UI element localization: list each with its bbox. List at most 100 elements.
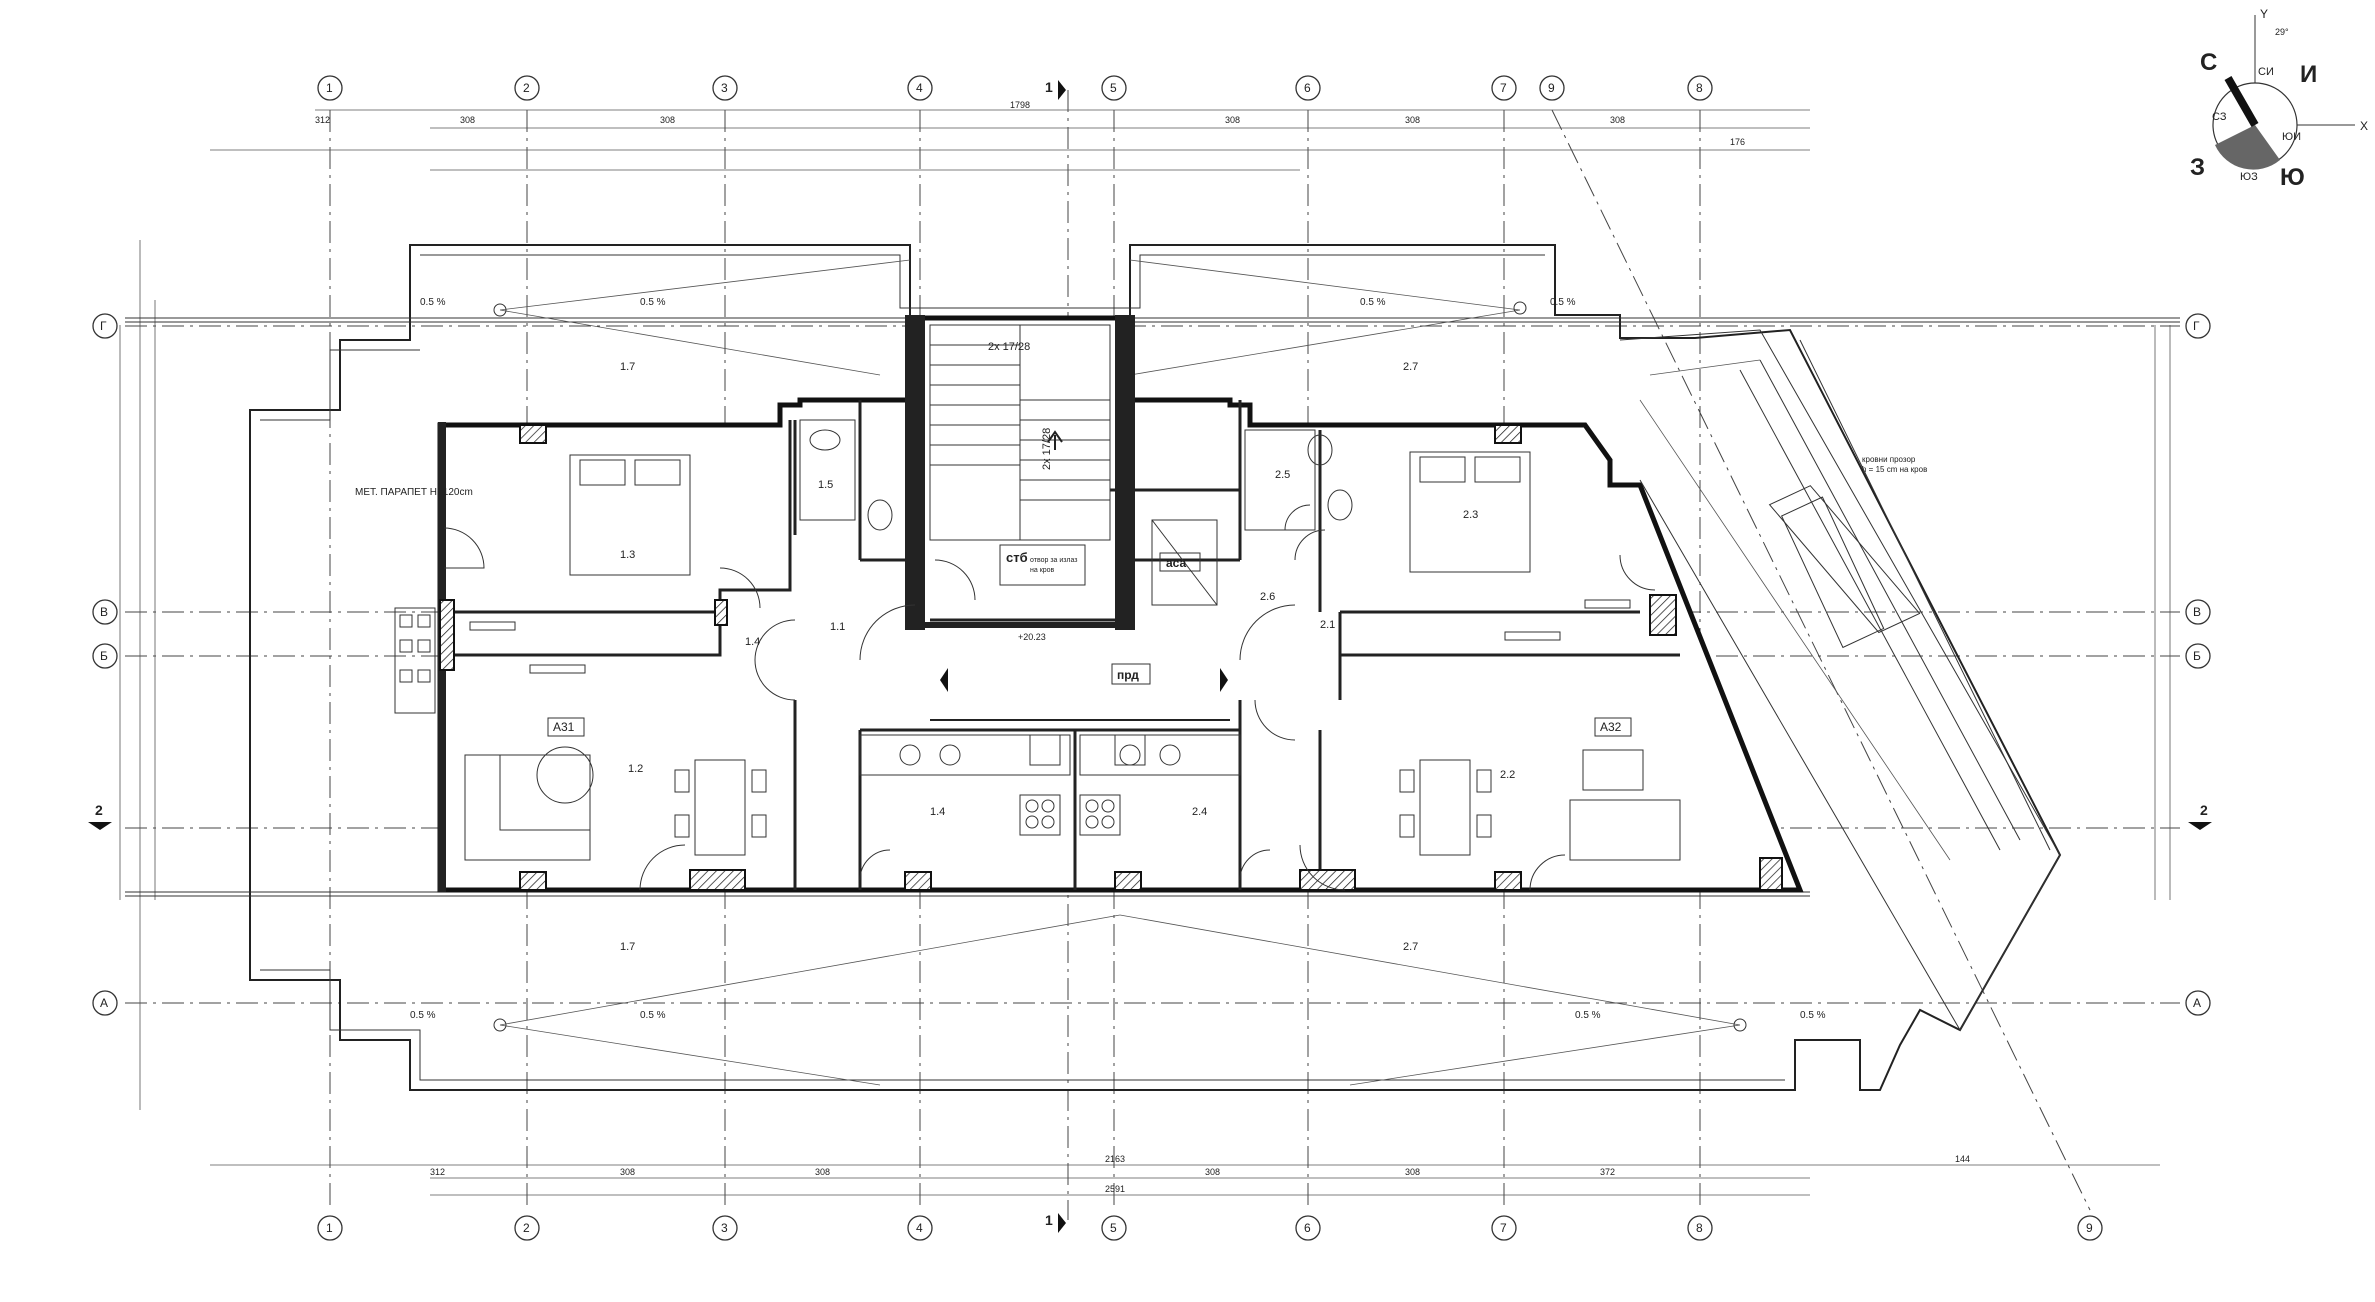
dim-bottom-2: 308 bbox=[620, 1167, 635, 1177]
compass-north: С bbox=[2200, 49, 2217, 76]
dim-top-4: 308 bbox=[1225, 115, 1240, 125]
grid-label-col: 8 bbox=[1696, 81, 1703, 95]
grid-label-col: 9 bbox=[1548, 81, 1555, 95]
slope-label: 0.5 % bbox=[410, 1010, 436, 1021]
core: стб отвор за излаз на кров аса прд +20.2… bbox=[940, 519, 1228, 692]
grid-label-col: 6 bbox=[1304, 81, 1311, 95]
grid-label-col: 9 bbox=[2086, 1221, 2093, 1235]
grid-label-col: 1 bbox=[326, 81, 333, 95]
level-mark: +20.23 bbox=[1018, 632, 1046, 642]
grid-label-col: 4 bbox=[916, 81, 923, 95]
dim-bottom-3: 308 bbox=[815, 1167, 830, 1177]
grid-label-row: Г bbox=[2193, 319, 2200, 333]
dim-top-6: 308 bbox=[1610, 115, 1625, 125]
slope-label: 0.5 % bbox=[1800, 1010, 1826, 1021]
room-label: 2.7 bbox=[1403, 361, 1418, 373]
room-label: 2.1 bbox=[1320, 619, 1335, 631]
stair-label-up: 2x 17/28 bbox=[988, 341, 1030, 353]
exterior-walls bbox=[437, 315, 1804, 893]
compass-sw: ЮЗ bbox=[2240, 171, 2258, 183]
dim-top-1: 312 bbox=[315, 115, 330, 125]
dim-bottom-6: 372 bbox=[1600, 1167, 1615, 1177]
room-label: 1.5 bbox=[818, 479, 833, 491]
slope-label: 0.5 % bbox=[1575, 1010, 1601, 1021]
grid-bubbles-top: 1 2 3 4 5 6 7 9 8 bbox=[317, 75, 1713, 101]
roof-note-2: h = 15 cm на кров bbox=[1862, 465, 1927, 474]
grid-label-col: 5 bbox=[1110, 1221, 1117, 1235]
shaft-note-1: отвор за излаз bbox=[1030, 557, 1078, 564]
compass-se: ЮИ bbox=[2282, 131, 2301, 143]
room-label: 1.2 bbox=[628, 763, 643, 775]
grid-label-col: 1 bbox=[326, 1221, 333, 1235]
shaft-label: стб bbox=[1006, 550, 1028, 565]
room-label: 1.1 bbox=[830, 621, 845, 633]
dim-bottom-total: 2163 bbox=[1105, 1154, 1125, 1164]
slope-label: 0.5 % bbox=[640, 1010, 666, 1021]
grid-label-col: 7 bbox=[1500, 1221, 1507, 1235]
room-label: 1.7 bbox=[620, 361, 635, 373]
slope-label: 0.5 % bbox=[420, 297, 446, 308]
grid-label-row: Б bbox=[2193, 649, 2201, 663]
roof-note: кровни прозор bbox=[1862, 455, 1916, 464]
grid-label-col: 5 bbox=[1110, 81, 1117, 95]
grid-bubbles-right: Г В Б А bbox=[2185, 313, 2211, 1016]
apartment-label-a32: A32 bbox=[1600, 720, 1622, 734]
grid-label-col: 4 bbox=[916, 1221, 923, 1235]
slope-label: 0.5 % bbox=[1360, 297, 1386, 308]
room-labels: 1.7 1.3 1.5 1.1 1.4 1.2 1.7 A31 2.7 2.3 … bbox=[547, 361, 1632, 953]
slope-labels: 0.5 % 0.5 % 0.5 % 0.5 % 0.5 % 0.5 % 0.5 … bbox=[355, 297, 1826, 1032]
grid-label-row: А bbox=[100, 996, 108, 1010]
grid-label-row: В bbox=[2193, 605, 2201, 619]
roof-drain-icon bbox=[1733, 1018, 1747, 1032]
compass-south: Ю bbox=[2280, 164, 2305, 191]
furniture bbox=[394, 419, 1681, 861]
grid-label-col: 8 bbox=[1696, 1221, 1703, 1235]
grid-label-col: 2 bbox=[523, 1221, 530, 1235]
compass-west: З bbox=[2190, 154, 2205, 181]
room-label: 1.4 bbox=[745, 636, 760, 648]
grid-label-col: 7 bbox=[1500, 81, 1507, 95]
grid-label-row: В bbox=[100, 605, 108, 619]
grid-label-col: 2 bbox=[523, 81, 530, 95]
compass-angle: 29° bbox=[2275, 27, 2289, 37]
dim-bottom-5: 308 bbox=[1405, 1167, 1420, 1177]
section-marker-1-bottom: 1 bbox=[1045, 1212, 1053, 1228]
dim-bottom-1: 312 bbox=[430, 1167, 445, 1177]
grid-label-col: 3 bbox=[721, 81, 728, 95]
dim-bottom-7: 144 bbox=[1955, 1154, 1970, 1164]
roof-drain-icon bbox=[493, 1018, 507, 1032]
apartment-label-a31: A31 bbox=[553, 720, 575, 734]
staircase: 2x 17/28 2x 17/28 bbox=[929, 324, 1111, 541]
grid-label-row: Г bbox=[100, 319, 107, 333]
compass-ne: СИ bbox=[2258, 66, 2274, 78]
room-label: 1.3 bbox=[620, 549, 635, 561]
grid-label-row: А bbox=[2193, 996, 2201, 1010]
compass-east: И bbox=[2300, 61, 2317, 88]
room-label: 2.7 bbox=[1403, 941, 1418, 953]
dim-bottom-4: 308 bbox=[1205, 1167, 1220, 1177]
section-marker-2: 2 bbox=[95, 802, 103, 818]
dim-top-3: 308 bbox=[660, 115, 675, 125]
parapet-note: МЕТ. ПАРАПЕТ H=120cm bbox=[355, 487, 473, 498]
shaft-note-2: на кров bbox=[1030, 567, 1055, 574]
grid-bubbles-left: Г В Б А bbox=[92, 313, 118, 1016]
room-label: 1.7 bbox=[620, 941, 635, 953]
room-label: 2.5 bbox=[1275, 469, 1290, 481]
solar-panels bbox=[1619, 329, 2061, 1032]
dimension-lines: 312 308 308 1798 308 308 308 176 2163 25… bbox=[119, 100, 2171, 1196]
grid-label-col: 6 bbox=[1304, 1221, 1311, 1235]
compass-axis-x: X bbox=[2360, 119, 2368, 133]
section-markers: 1 1 2 2 bbox=[88, 79, 2212, 1233]
structural-columns bbox=[439, 424, 1783, 891]
room-label: 2.4 bbox=[1192, 806, 1207, 818]
slope-label: 0.5 % bbox=[640, 297, 666, 308]
grid-bubbles-bottom: 1 2 3 4 5 6 7 8 9 bbox=[317, 1215, 2103, 1241]
dim-top-5: 308 bbox=[1405, 115, 1420, 125]
roof-slope-lines bbox=[499, 259, 1951, 1086]
dim-bottom-overall: 2591 bbox=[1105, 1184, 1125, 1194]
compass-axis-y: Y bbox=[2260, 7, 2268, 21]
lobby-label: прд bbox=[1117, 668, 1139, 682]
grid-label-row: Б bbox=[100, 649, 108, 663]
roof-drain-icon bbox=[493, 303, 507, 317]
